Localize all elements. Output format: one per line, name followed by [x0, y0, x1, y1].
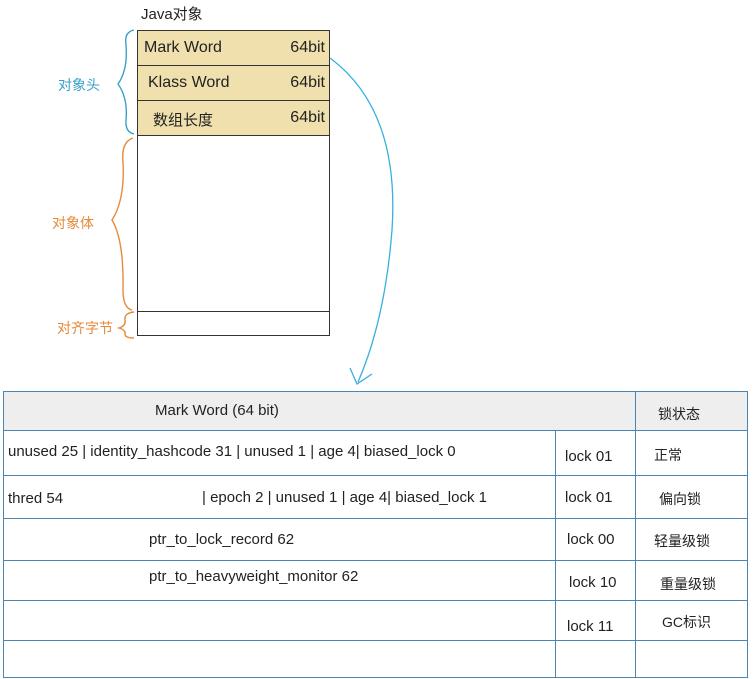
mark-word-bits: 64bit [290, 39, 325, 56]
mark-word-arrowhead [349, 367, 373, 385]
row-divider [4, 475, 747, 476]
object-title: Java对象 [141, 6, 203, 23]
object-body-label: 对象体 [52, 215, 94, 231]
row-divider [4, 600, 747, 601]
row-normal-layout: unused 25 | identity_hashcode 31 | unuse… [8, 443, 456, 460]
klass-word-bits: 64bit [290, 74, 325, 91]
row-heavyweight-lock: lock 10 [569, 574, 617, 591]
padding-divider [138, 311, 329, 312]
table-header-band [4, 392, 747, 430]
row-divider [4, 560, 747, 561]
row-heavyweight-state: 重量级锁 [660, 576, 716, 592]
row-divider [4, 640, 747, 641]
padding-label: 对齐字节 [57, 320, 113, 336]
padding-brace [116, 311, 135, 339]
row-gc-state: GC标识 [662, 614, 711, 630]
col-divider [555, 430, 556, 677]
java-object-box: Mark Word 64bit Klass Word 64bit 数组长度 64… [137, 30, 330, 336]
row-biased-lock: lock 01 [565, 489, 613, 506]
row-heavyweight-layout: ptr_to_heavyweight_monitor 62 [149, 568, 359, 585]
body-brace [111, 137, 134, 311]
row-lightweight-state: 轻量级锁 [654, 533, 710, 549]
row-divider [4, 430, 747, 431]
header-brace [117, 29, 135, 135]
array-length-label: 数组长度 [153, 112, 214, 129]
row-biased-state: 偏向锁 [659, 491, 701, 507]
mark-word-table-title: Mark Word (64 bit) [155, 402, 279, 419]
row-biased-thread: thred 54 [8, 490, 64, 507]
mark-word-row: Mark Word 64bit [138, 31, 329, 66]
row-lightweight-lock: lock 00 [567, 531, 615, 548]
array-length-bits: 64bit [290, 109, 325, 126]
row-normal-state: 正常 [654, 447, 682, 463]
row-lightweight-layout: ptr_to_lock_record 62 [149, 531, 295, 548]
array-length-row: 数组长度 64bit [138, 101, 329, 136]
mark-word-table: Mark Word (64 bit) 锁状态 unused 25 | ident… [3, 391, 748, 678]
row-normal-lock: lock 01 [565, 448, 613, 465]
col-divider [635, 392, 636, 677]
klass-word-row: Klass Word 64bit [138, 66, 329, 101]
mark-word-label: Mark Word [144, 39, 222, 56]
row-divider [4, 518, 747, 519]
row-biased-layout: | epoch 2 | unused 1 | age 4| biased_loc… [202, 489, 487, 506]
row-gc-lock: lock 11 [567, 618, 614, 635]
klass-word-label: Klass Word [148, 74, 230, 91]
lock-state-header: 锁状态 [658, 406, 700, 422]
mark-word-arrow [329, 57, 394, 383]
object-header-label: 对象头 [58, 77, 100, 93]
